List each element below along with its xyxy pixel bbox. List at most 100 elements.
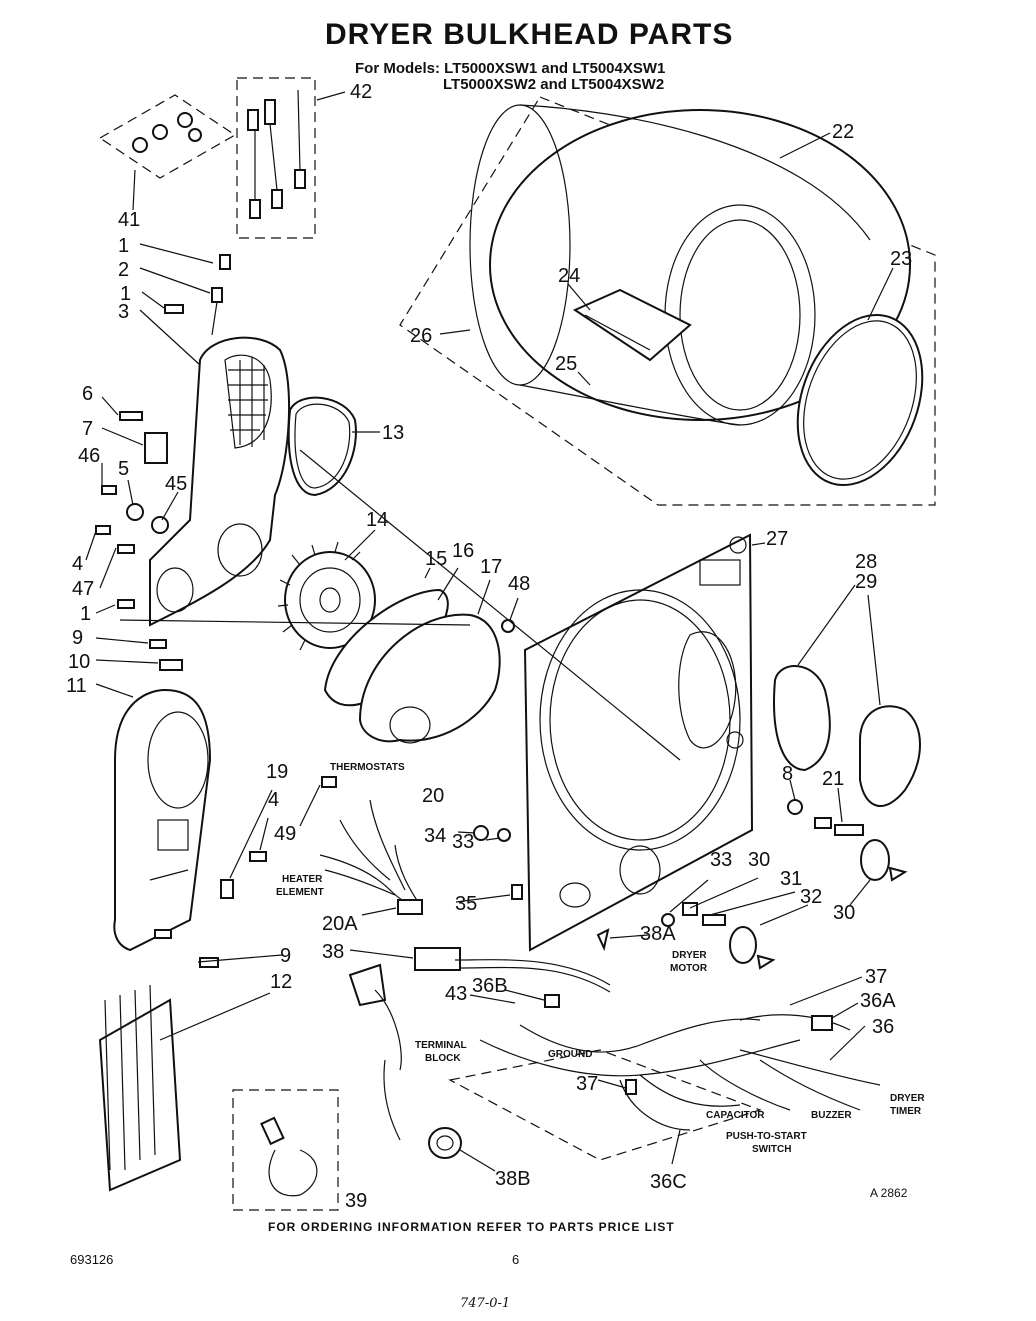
label-buzzer: BUZZER <box>811 1110 852 1121</box>
callout-9: 9 <box>72 627 83 649</box>
label-dryer-motor-1: DRYER <box>672 950 707 961</box>
callout-28: 28 <box>855 551 877 573</box>
callout-47: 47 <box>72 578 94 600</box>
base-plate <box>448 1049 762 1161</box>
service-kit-parts <box>260 1116 318 1197</box>
callout-42: 42 <box>350 81 372 103</box>
wire-nuts <box>132 112 202 153</box>
blower-wheel <box>277 541 376 651</box>
callout-12: 12 <box>270 971 292 993</box>
callout-36a: 36A <box>860 990 896 1012</box>
callout-33: 33 <box>452 831 474 853</box>
label-dryer-timer-2: TIMER <box>890 1106 922 1117</box>
leader-lines <box>85 91 894 1172</box>
callout-13: 13 <box>382 422 404 444</box>
callout-24: 24 <box>558 265 580 287</box>
bulkhead-duct <box>149 336 291 627</box>
callout-38: 38 <box>322 941 344 963</box>
callout-14: 14 <box>366 509 388 531</box>
callout-6: 6 <box>82 383 93 405</box>
callout-41: 41 <box>118 209 140 231</box>
label-dryer-motor-2: MOTOR <box>670 963 708 974</box>
idler-and-pulley-parts <box>596 799 908 970</box>
callout-34: 34 <box>424 825 446 847</box>
page-title: DRYER BULKHEAD PARTS <box>325 18 734 51</box>
callout-17: 17 <box>480 556 502 578</box>
label-push-to-start: PUSH-TO-START <box>726 1131 807 1142</box>
main-wire-harness <box>383 1014 881 1141</box>
callout-2: 2 <box>118 259 129 281</box>
label-terminal: TERMINAL <box>415 1040 467 1051</box>
label-capacitor: CAPACITOR <box>706 1110 765 1121</box>
callout-37: 37 <box>865 966 887 988</box>
harness-connectors <box>247 89 306 219</box>
heater-housing <box>113 688 212 952</box>
callout-1: 1 <box>120 283 131 305</box>
thermostat-harness <box>319 776 423 915</box>
heater-element <box>98 984 182 1192</box>
label-dryer-timer-1: DRYER <box>890 1093 925 1104</box>
callout-4: 4 <box>268 789 279 811</box>
callout-19: 19 <box>266 761 288 783</box>
callout-45: 45 <box>165 473 187 495</box>
drum-baffle <box>572 288 692 362</box>
callout-25: 25 <box>555 353 577 375</box>
drum-seal-ring <box>796 313 924 487</box>
terminal-block-38b <box>428 1127 462 1159</box>
callout-1: 1 <box>80 603 91 625</box>
harness-connector-box <box>236 77 316 239</box>
callout-numbers: 1 2 1 3 6 7 46 5 45 4 47 1 9 10 11 19 4 … <box>66 81 912 1212</box>
callout-38b: 38B <box>495 1168 531 1190</box>
callout-4: 4 <box>72 553 83 575</box>
callout-30: 30 <box>748 849 770 871</box>
callout-11: 11 <box>66 675 87 697</box>
callout-43: 43 <box>445 983 467 1005</box>
callout-27: 27 <box>766 528 788 550</box>
callout-20a: 20A <box>322 913 358 935</box>
callout-37: 37 <box>576 1073 598 1095</box>
figure-code: A 2862 <box>870 1186 908 1200</box>
callout-36: 36 <box>872 1016 894 1038</box>
callout-39: 39 <box>345 1190 367 1212</box>
callout-21: 21 <box>822 768 844 790</box>
component-labels: THERMOSTATS HEATER ELEMENT DRYER MOTOR T… <box>276 762 925 1155</box>
callout-32: 32 <box>800 886 822 908</box>
rear-bulkhead-panel <box>523 533 754 952</box>
callout-23: 23 <box>890 248 912 270</box>
callout-8: 8 <box>782 763 793 785</box>
callout-10: 10 <box>68 651 90 673</box>
power-cord <box>348 947 611 1071</box>
document-number: 693126 <box>70 1252 114 1267</box>
callout-33: 33 <box>710 849 732 871</box>
callout-31: 31 <box>780 868 802 890</box>
callout-35: 35 <box>455 893 477 915</box>
callout-38a: 38A <box>640 923 676 945</box>
duct-gasket <box>287 396 357 497</box>
handwritten-note: 747-0-1 <box>460 1296 511 1311</box>
label-ground: GROUND <box>548 1049 592 1060</box>
callout-48: 48 <box>508 573 530 595</box>
callout-3: 3 <box>118 301 129 323</box>
callout-22: 22 <box>832 121 854 143</box>
label-thermostats: THERMOSTATS <box>330 762 405 773</box>
callout-5: 5 <box>118 458 129 480</box>
callout-36c: 36C <box>650 1171 687 1193</box>
label-block: BLOCK <box>425 1053 461 1064</box>
label-switch: SWITCH <box>752 1144 791 1155</box>
callout-29: 29 <box>855 571 877 593</box>
label-heater: HEATER <box>282 874 323 885</box>
lint-housing <box>773 665 831 772</box>
thermal-fuse-block <box>144 432 168 464</box>
models-line-2: LT5000XSW2 and LT5004XSW2 <box>443 76 665 93</box>
callout-20: 20 <box>422 785 444 807</box>
callout-26: 26 <box>410 325 432 347</box>
callout-49: 49 <box>274 823 296 845</box>
callout-1: 1 <box>118 235 129 257</box>
page-number: 6 <box>512 1252 520 1267</box>
label-element: ELEMENT <box>276 887 324 898</box>
callout-36b: 36B <box>472 975 508 997</box>
callout-46: 46 <box>78 445 100 467</box>
ordering-note: FOR ORDERING INFORMATION REFER TO PARTS … <box>268 1220 675 1234</box>
callout-9: 9 <box>280 945 291 967</box>
